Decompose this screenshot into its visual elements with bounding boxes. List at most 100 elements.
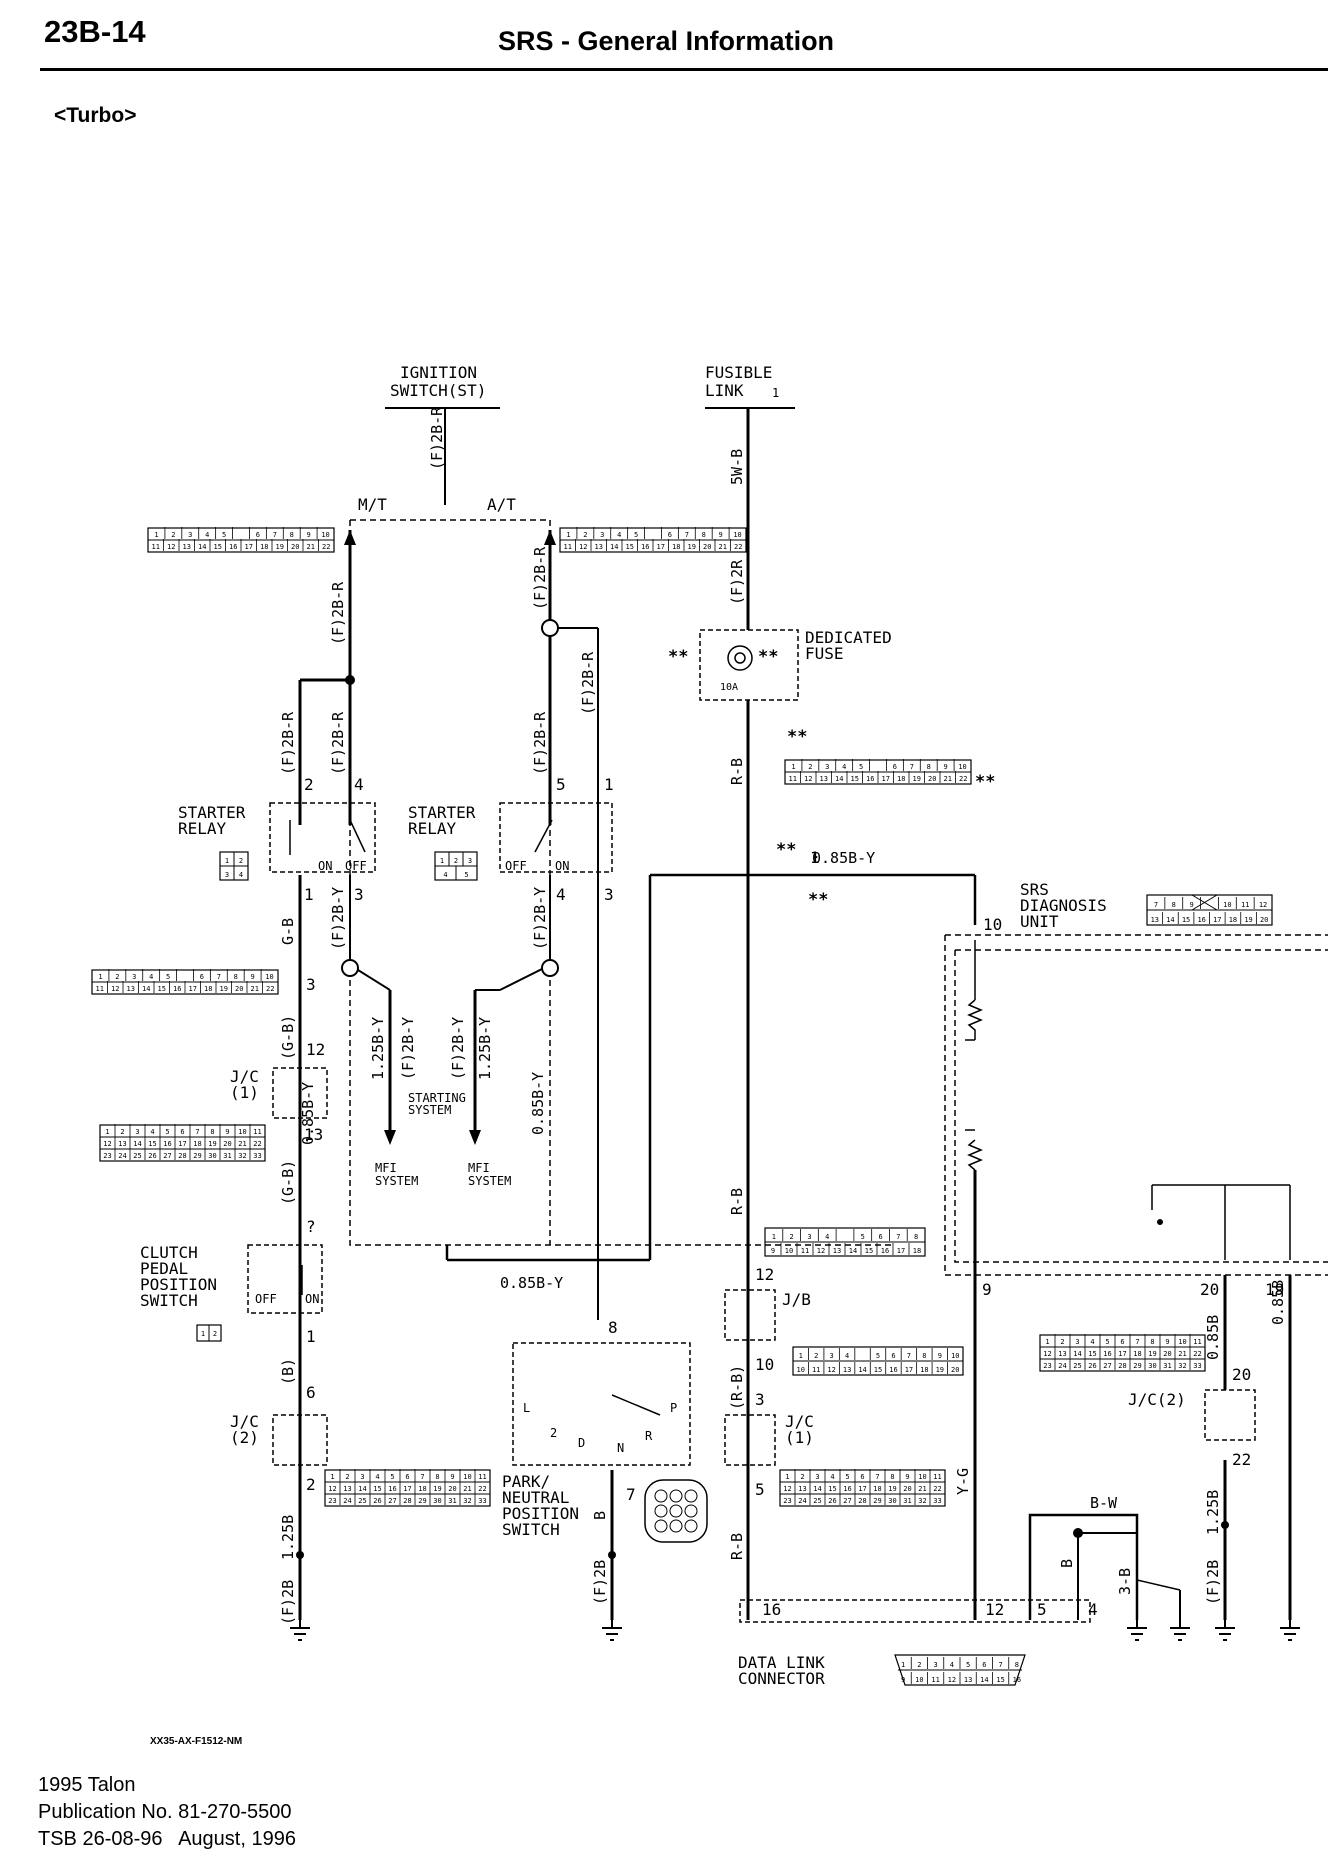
connector-pin-label: 2	[171, 531, 175, 539]
connector-pin-label: 3	[225, 871, 229, 879]
connector-pin-label: 20	[928, 775, 936, 783]
wiring-diagram: IGNITION SWITCH(ST) FUSIBLE LINK 1 M/T A…	[91, 363, 1328, 1688]
connector-pin-label: 4	[842, 763, 846, 771]
connector-pin-label: 4	[443, 871, 447, 879]
connector-pin-label: 12	[579, 543, 587, 551]
clutch-label-3: POSITION	[140, 1275, 217, 1294]
connector-pin-label: 20	[703, 543, 711, 551]
fuse-rating: 10A	[720, 682, 738, 693]
connector-pin-label: 11	[931, 1676, 939, 1684]
connector-pin-label: 16	[1013, 1676, 1021, 1684]
connector-pin-label: 8	[702, 531, 706, 539]
gear-l: L	[523, 1401, 530, 1415]
connector-pin-label: 19	[220, 985, 228, 993]
connector-pin-label: 15	[851, 775, 859, 783]
connector-pin-label: 21	[918, 1485, 926, 1493]
pin-srs-20: 20	[1200, 1280, 1219, 1299]
connector-pin-label: 4	[205, 531, 209, 539]
connector-pin-label: 1	[330, 1473, 334, 1481]
connector-pin-label: 9	[719, 531, 723, 539]
starting-system-2: SYSTEM	[408, 1103, 451, 1117]
connector-pin-label: 18	[913, 1247, 921, 1255]
connector-pin-label: 17	[657, 543, 665, 551]
connector-pin-label: 9	[307, 531, 311, 539]
connector-pin-label: 19	[1148, 1350, 1156, 1358]
wire-125by-left: 1.25B-Y	[369, 1017, 387, 1080]
dlc-label-1: DATA LINK	[738, 1653, 825, 1672]
wire-at-f2br: (F)2B-R	[531, 546, 549, 610]
connector-pin-label: 20	[1260, 916, 1268, 924]
connector-pin-label: 21	[238, 1140, 246, 1148]
connector-pin-label: 12	[1043, 1350, 1051, 1358]
connector-pin-label: 19	[276, 543, 284, 551]
connector-pin-label: 8	[1015, 1661, 1019, 1669]
connector-pin-label: 1	[566, 531, 570, 539]
connector-pin-label: 1	[772, 1233, 776, 1241]
connector-pin-label: 30	[433, 1497, 441, 1505]
connector-pin-label: 13	[820, 775, 828, 783]
connector-pin-label: 15	[148, 1140, 156, 1148]
wire-f2b-pn: (F)2B	[591, 1560, 609, 1605]
wire-125by-right: 1.25B-Y	[476, 1017, 494, 1080]
connector-pin-label: 17	[905, 1366, 913, 1374]
pin-relay-l-2: 2	[304, 775, 314, 794]
connector-pin-label: 13	[343, 1485, 351, 1493]
connector-pin-label: 24	[1058, 1362, 1066, 1370]
relay-right-on: ON	[555, 859, 569, 873]
ignition-label-1: IGNITION	[400, 363, 477, 382]
connector-pin-label: 9	[1190, 901, 1194, 909]
connector-pin-label: 14	[835, 775, 843, 783]
connector-pin-label: 13	[798, 1485, 806, 1493]
connector-pin-label: 10	[463, 1473, 471, 1481]
connector-pin-label: 2	[790, 1233, 794, 1241]
connector-pin-label: 7	[685, 531, 689, 539]
connector-pin-label: 13	[843, 1366, 851, 1374]
connector-pin-label: 31	[1163, 1362, 1171, 1370]
wire-085by-jc: 0.85B-Y	[299, 1082, 317, 1145]
connector-pin-label: 12	[111, 985, 119, 993]
connector-pin-label: 4	[825, 1233, 829, 1241]
connector-pin-label: 17	[245, 543, 253, 551]
wire-b: (B)	[279, 1358, 297, 1385]
connector-pin-label: 29	[873, 1497, 881, 1505]
connector-pin-label: 13	[1151, 916, 1159, 924]
wire-yg: Y-G	[954, 1468, 972, 1495]
connector-pin-label: 20	[903, 1485, 911, 1493]
wire-pn-b: B	[591, 1511, 609, 1520]
starter-relay-right-1: STARTER	[408, 803, 476, 822]
connector-pin-label: 23	[328, 1497, 336, 1505]
connector-pin-label: 20	[235, 985, 243, 993]
connector-pin-label: 9	[771, 1247, 775, 1255]
connector-pin-label: 19	[913, 775, 921, 783]
connector-pin-label: 14	[142, 985, 150, 993]
wire-125b-left: 1.25B	[279, 1515, 297, 1560]
connector-pin-label: 1	[105, 1128, 109, 1136]
connector-pin-label: 5	[966, 1661, 970, 1669]
connector-pin-label: 26	[148, 1152, 156, 1160]
jc2-label-1: J/C	[230, 1412, 259, 1431]
jc1-label-1: J/C	[230, 1067, 259, 1086]
connector-pin-label: 22	[322, 543, 330, 551]
connector-pin-label: 19	[433, 1485, 441, 1493]
connector-pin-label: 23	[103, 1152, 111, 1160]
connector-pin-label: 3	[600, 531, 604, 539]
pin-12: 12	[306, 1040, 325, 1059]
connector-pin-label: 12	[804, 775, 812, 783]
connector-pin-label: 15	[865, 1247, 873, 1255]
connector-pin-label: 31	[448, 1497, 456, 1505]
connector-pin-label: 14	[198, 543, 206, 551]
connector-pin-label: 15	[828, 1485, 836, 1493]
star-1: **	[668, 647, 688, 667]
connector-pin-label: 14	[858, 1366, 866, 1374]
pin-q: ?	[306, 1217, 316, 1236]
pin-relay-l-1: 1	[304, 885, 314, 904]
wire-relay-in-1: (F)2B-R	[279, 711, 297, 775]
pin-jc-5: 5	[755, 1480, 765, 1499]
